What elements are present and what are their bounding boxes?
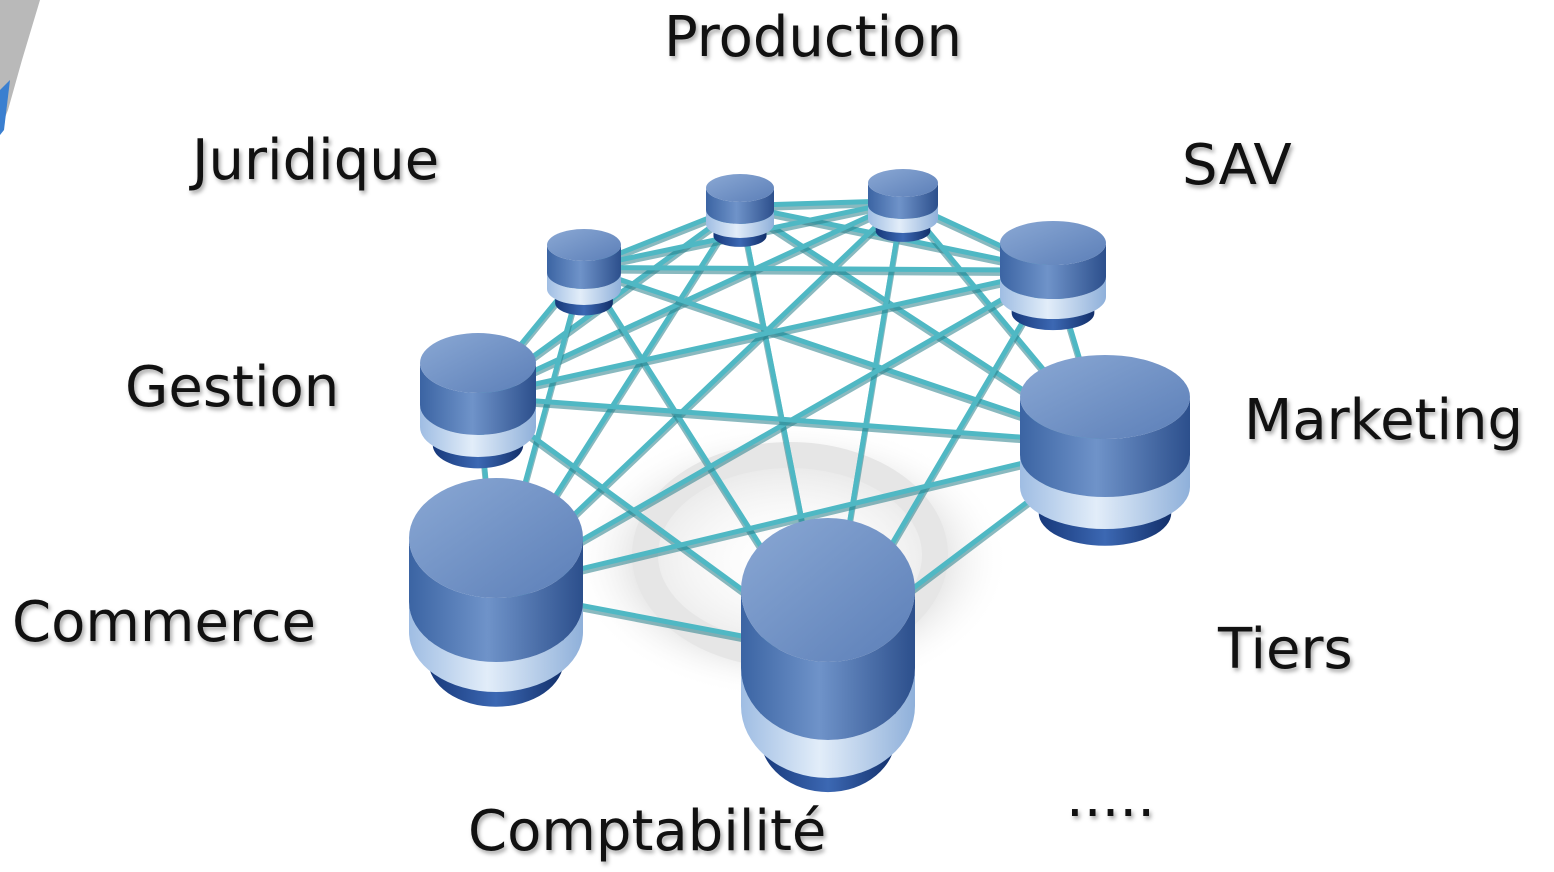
- network-link-shadow: [495, 443, 1106, 596]
- node-front-left: [409, 478, 583, 707]
- network-link: [475, 394, 1108, 446]
- cylinder-top: [420, 333, 536, 393]
- network-link: [581, 264, 1056, 273]
- cylinder-band: [1000, 277, 1106, 319]
- network-link: [581, 264, 1108, 446]
- label-gestion: Gestion: [125, 355, 340, 420]
- node-left: [420, 333, 536, 469]
- node-upper-left: [547, 229, 621, 316]
- cylinder-body: [547, 245, 621, 289]
- network-link: [475, 198, 906, 400]
- network-link: [493, 440, 1108, 592]
- network-link-shadow: [583, 267, 1054, 277]
- corner-decoration: [0, 0, 40, 135]
- cylinder-top: [547, 229, 621, 261]
- cylinder-base: [428, 632, 564, 707]
- cylinder-top: [741, 518, 915, 662]
- node-upper-right: [1000, 221, 1106, 331]
- network-link-shadow: [477, 396, 1106, 450]
- cylinder-top: [1000, 221, 1106, 265]
- cylinder-base: [432, 427, 524, 469]
- cylinder-body: [741, 590, 915, 740]
- network-link: [475, 267, 1056, 400]
- cylinder-band: [409, 602, 583, 692]
- cylinder-body: [706, 188, 774, 224]
- network-link: [493, 267, 1056, 592]
- cylinder-base: [1038, 487, 1172, 546]
- cylinder-body: [420, 363, 536, 435]
- network-link-shadow: [477, 270, 1054, 403]
- cylinder-body: [1020, 397, 1190, 497]
- node-front: [741, 518, 915, 793]
- node-top-right: [868, 169, 938, 242]
- label-marketing: Marketing: [1244, 388, 1524, 453]
- cylinder-top: [868, 169, 938, 197]
- cylinder-top: [706, 174, 774, 202]
- database-nodes: [409, 169, 1190, 793]
- cylinder-band: [741, 668, 915, 778]
- label-comptabilite: Comptabilité: [468, 799, 827, 864]
- cylinder-body: [1000, 243, 1106, 299]
- cylinder-base: [1011, 297, 1095, 331]
- network-link-shadow: [583, 267, 1106, 450]
- node-right: [1020, 355, 1190, 546]
- cylinder-body: [409, 538, 583, 662]
- label-commerce: Commerce: [12, 590, 316, 655]
- network-link-shadow: [494, 270, 1055, 595]
- cylinder-body: [868, 183, 938, 219]
- cylinder-top: [1020, 355, 1190, 439]
- cylinder-band: [420, 405, 536, 457]
- cylinder-top: [409, 478, 583, 598]
- cylinder-band: [1020, 455, 1190, 529]
- label-tiers: Tiers: [1218, 617, 1353, 682]
- label-ellipsis: .....: [1066, 765, 1156, 830]
- node-top-left: [706, 174, 774, 247]
- label-production: Production: [664, 5, 962, 70]
- label-juridique: Juridique: [192, 128, 440, 193]
- label-sav: SAV: [1182, 133, 1292, 198]
